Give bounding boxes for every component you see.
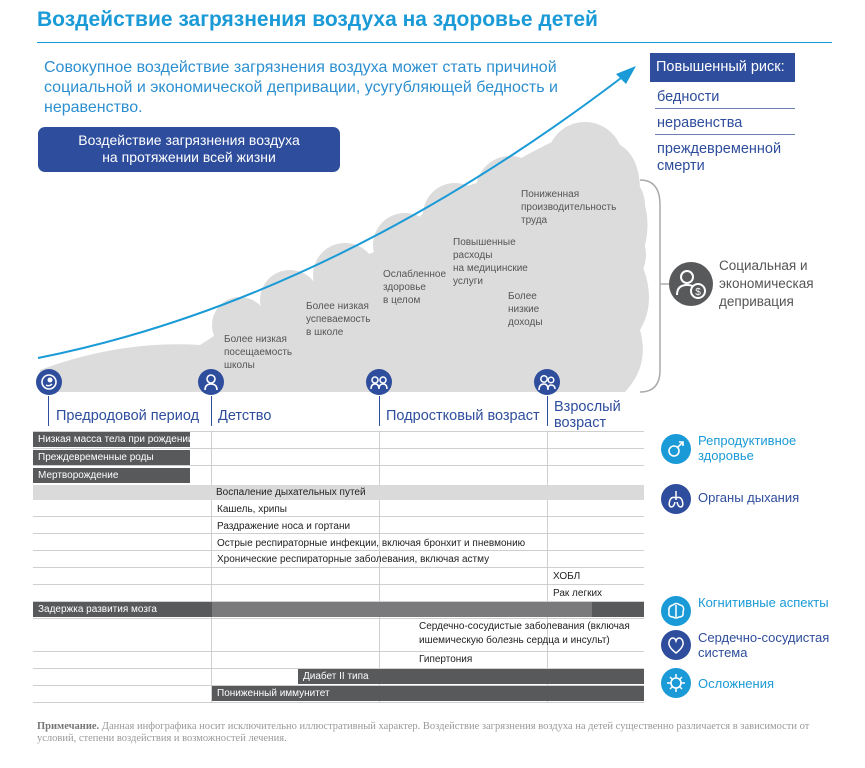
risk-item-inequality: неравенства bbox=[657, 115, 743, 131]
risk-item-poverty: бедности bbox=[657, 89, 720, 105]
stage-divider bbox=[211, 396, 212, 426]
brain-icon bbox=[661, 596, 691, 626]
page-title: Воздействие загрязнения воздуха на здоро… bbox=[37, 8, 598, 31]
bracket-line bbox=[639, 179, 661, 393]
footnote-label: Примечание. bbox=[37, 721, 100, 732]
bar-chronic-respiratory: Хронические респираторные заболевания, в… bbox=[217, 554, 490, 565]
risk-divider bbox=[655, 134, 795, 135]
adults-icon bbox=[534, 369, 560, 395]
bar-cough-wheeze: Кашель, хрипы bbox=[217, 504, 287, 515]
bar-cardiovascular: Сердечно-сосудистые заболевания (включая… bbox=[419, 621, 630, 646]
fetus-icon bbox=[36, 369, 62, 395]
risk-divider bbox=[655, 108, 795, 109]
baby-icon bbox=[198, 369, 224, 395]
category-cardiovascular: Сердечно-сосудистая система bbox=[698, 630, 830, 660]
bar-weakened-immunity: Пониженный иммунитет bbox=[212, 686, 644, 701]
lungs-icon bbox=[661, 484, 691, 514]
bar-type2-diabetes: Диабет II типа bbox=[298, 669, 644, 684]
trajectory-arrow-line bbox=[37, 74, 626, 359]
stage-adolescence: Подростковый возраст bbox=[386, 408, 540, 424]
social-deprivation-label: Социальная и экономическая депривация bbox=[719, 258, 814, 309]
category-complications: Осложнения bbox=[698, 676, 775, 691]
category-cognitive: Когнитивные аспекты bbox=[698, 595, 829, 610]
bar-brain-overlap-shade bbox=[212, 602, 592, 617]
bar-stillbirth: Мертворождение bbox=[33, 468, 190, 483]
stage-divider bbox=[547, 396, 548, 426]
intro-text: Совокупное воздействие загрязнения возду… bbox=[44, 59, 558, 116]
bar-hypertension: Гипертония bbox=[419, 654, 473, 665]
person-money-icon: $ bbox=[669, 262, 713, 306]
stage-divider bbox=[379, 396, 380, 426]
category-respiratory: Органы дыхания bbox=[698, 490, 800, 505]
risk-item-premature-death: преждевременной смерти bbox=[657, 141, 782, 174]
bar-copd: ХОБЛ bbox=[553, 571, 581, 582]
category-reproductive: Репродуктивное здоровье bbox=[698, 433, 797, 463]
trajectory-arrow-head bbox=[616, 66, 636, 84]
reproductive-icon bbox=[661, 434, 691, 464]
bar-nose-throat-irritation: Раздражение носа и гортани bbox=[217, 521, 351, 532]
footnote: Примечание. Данная инфографика носит иск… bbox=[37, 721, 837, 745]
footnote-text: Данная инфографика носит исключительно и… bbox=[37, 721, 810, 744]
risk-header: Повышенный риск: bbox=[650, 53, 795, 82]
svg-text:$: $ bbox=[695, 287, 701, 298]
stage-childhood: Детство bbox=[218, 408, 272, 424]
bar-acute-respiratory: Острые респираторные инфекции, включая б… bbox=[217, 538, 526, 549]
bar-preterm-birth: Преждевременные роды bbox=[33, 450, 190, 465]
heart-icon bbox=[661, 630, 691, 660]
title-divider bbox=[37, 42, 832, 43]
virus-icon bbox=[661, 668, 691, 698]
pill-line-2: на протяжении всей жизни bbox=[102, 149, 276, 165]
bar-airway-inflammation: Воспаление дыхательных путей bbox=[33, 485, 644, 500]
bar-low-birth-weight: Низкая масса тела при рождении bbox=[33, 432, 194, 447]
bar-lung-cancer: Рак легких bbox=[553, 588, 603, 599]
pill-line-1: Воздействие загрязнения воздуха bbox=[78, 132, 300, 148]
stage-adulthood: Взрослый возраст bbox=[554, 399, 621, 431]
lifetime-exposure-pill: Воздействие загрязнения воздуха на протя… bbox=[38, 127, 340, 172]
stage-divider bbox=[48, 396, 49, 426]
children-icon bbox=[366, 369, 392, 395]
stage-prenatal: Предродовой период bbox=[56, 408, 200, 424]
